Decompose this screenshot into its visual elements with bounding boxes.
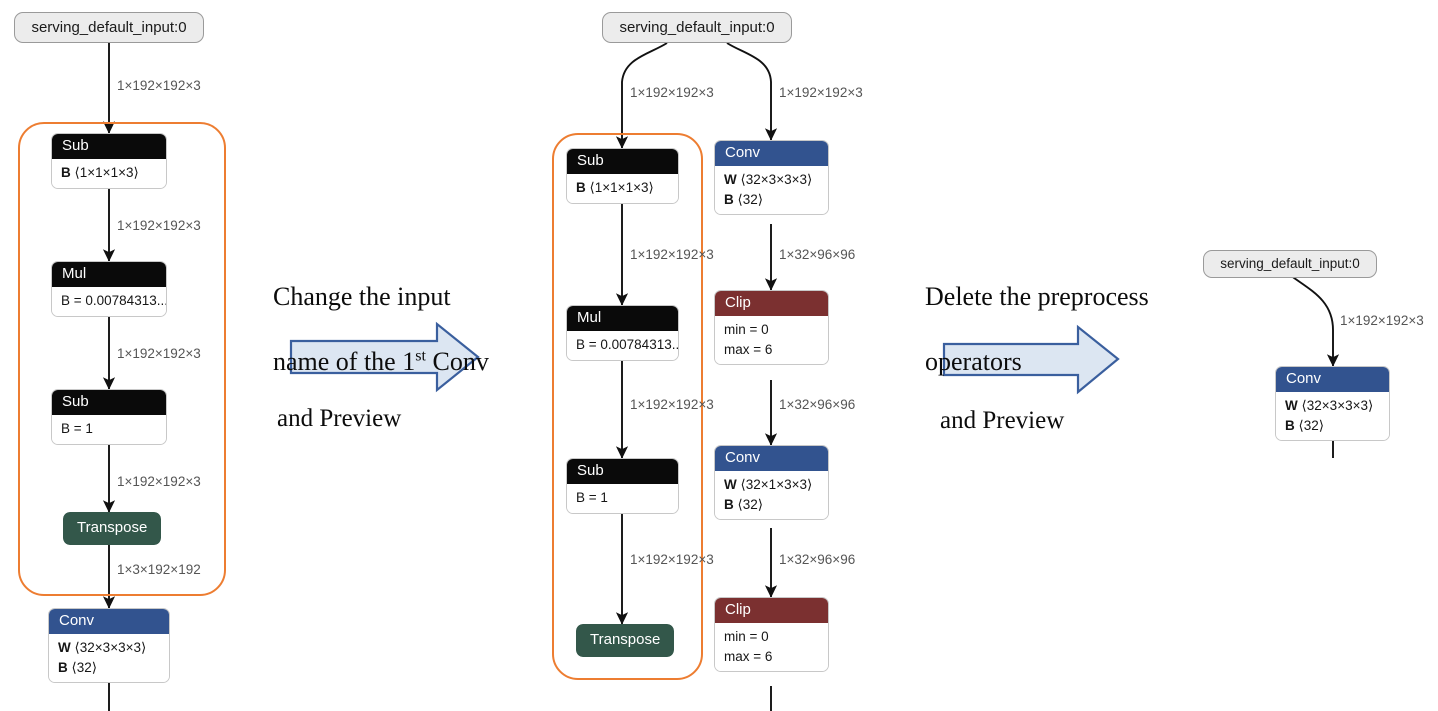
left-node-conv-row-0: W ⟨32×3×3×3⟩ <box>58 640 147 656</box>
annotation-1-line-2: name of the 1st Conv <box>273 346 523 379</box>
left-edge-label-4: 1×3×192×192 <box>117 562 201 577</box>
left-edge-label-2: 1×192×192×3 <box>117 346 201 361</box>
middle-node-mul-title: Mul <box>567 306 678 332</box>
left-input-node[interactable]: serving_default_input:0 <box>14 12 204 43</box>
left-node-sub-2-row-0: B = 1 <box>61 421 93 437</box>
right-input-node[interactable]: serving_default_input:0 <box>1203 250 1377 278</box>
annotation-1-line-2-pre: name of the 1 <box>273 347 416 377</box>
right-input-node-label: serving_default_input:0 <box>1220 256 1360 272</box>
left-node-sub-2[interactable]: Sub B = 1 <box>51 389 167 445</box>
left-node-sub-2-title: Sub <box>52 390 166 416</box>
middle-node-sub-2-title: Sub <box>567 459 678 485</box>
middle-node-clip-1-row-1: max = 6 <box>724 341 773 357</box>
middle-node-sub-1-row-0: B ⟨1×1×1×3⟩ <box>576 180 654 196</box>
left-node-conv[interactable]: Conv W ⟨32×3×3×3⟩ B ⟨32⟩ <box>48 608 170 684</box>
annotation-2-text: Delete the preprocess operators <box>925 248 1215 412</box>
right-edge-label-0: 1×192×192×3 <box>1340 313 1424 328</box>
right-node-conv-body: W ⟨32×3×3×3⟩ B ⟨32⟩ <box>1276 392 1389 441</box>
left-edge-label-3: 1×192×192×3 <box>117 474 201 489</box>
middle-node-sub-2-body: B = 1 <box>567 484 678 513</box>
annotation-1-line-1: Change the input <box>273 281 451 311</box>
left-edge-label-1: 1×192×192×3 <box>117 218 201 233</box>
middle-node-mul-row-0: B = 0.00784313... <box>576 337 679 353</box>
middle-node-clip-2-row-1: max = 6 <box>724 648 773 664</box>
middle-node-clip-1-row-0: min = 0 <box>724 322 769 338</box>
annotation-2-line-2-pre: operators <box>925 347 1022 377</box>
middle-node-sub-1[interactable]: Sub B ⟨1×1×1×3⟩ <box>566 148 679 204</box>
middle-input-node[interactable]: serving_default_input:0 <box>602 12 792 43</box>
right-node-conv-row-1: B ⟨32⟩ <box>1285 417 1325 433</box>
middle-node-conv-2-row-1: B ⟨32⟩ <box>724 496 764 512</box>
middle-node-conv-2-row-0: W ⟨32×1×3×3⟩ <box>724 477 813 493</box>
middle-node-clip-1-title: Clip <box>715 291 828 317</box>
middle-node-conv-1-title: Conv <box>715 141 828 167</box>
annotation-2-line-2: operators <box>925 346 1215 379</box>
middle-node-conv-1[interactable]: Conv W ⟨32×3×3×3⟩ B ⟨32⟩ <box>714 140 829 216</box>
annotation-2-line-1: Delete the preprocess <box>925 281 1149 311</box>
left-node-conv-row-1: B ⟨32⟩ <box>58 659 98 675</box>
middle-input-node-label: serving_default_input:0 <box>619 19 775 36</box>
middle-node-clip-2-title: Clip <box>715 598 828 624</box>
middle-node-transpose[interactable]: Transpose <box>576 624 675 658</box>
middle-node-mul-body: B = 0.00784313... <box>567 331 678 360</box>
left-node-mul-body: B = 0.00784313... <box>52 287 166 316</box>
left-node-transpose-title: Transpose <box>63 512 162 546</box>
left-node-sub-1[interactable]: Sub B ⟨1×1×1×3⟩ <box>51 133 167 189</box>
left-edge-label-0: 1×192×192×3 <box>117 78 201 93</box>
left-node-transpose[interactable]: Transpose <box>63 512 162 546</box>
middle-right-edge-label-2: 1×32×96×96 <box>779 397 856 412</box>
right-node-conv[interactable]: Conv W ⟨32×3×3×3⟩ B ⟨32⟩ <box>1275 366 1390 442</box>
middle-node-mul[interactable]: Mul B = 0.00784313... <box>566 305 679 361</box>
left-node-sub-1-row-0: B ⟨1×1×1×3⟩ <box>61 165 139 181</box>
left-node-conv-body: W ⟨32×3×3×3⟩ B ⟨32⟩ <box>49 634 169 683</box>
middle-node-conv-2[interactable]: Conv W ⟨32×1×3×3⟩ B ⟨32⟩ <box>714 445 829 521</box>
middle-right-edge-label-1: 1×32×96×96 <box>779 247 856 262</box>
left-preprocess-group-box <box>18 122 226 596</box>
middle-node-conv-2-body: W ⟨32×1×3×3⟩ B ⟨32⟩ <box>715 471 828 520</box>
middle-node-sub-2-row-0: B = 1 <box>576 490 608 506</box>
left-node-conv-title: Conv <box>49 609 169 635</box>
middle-node-clip-1-body: min = 0 max = 6 <box>715 316 828 365</box>
left-node-mul[interactable]: Mul B = 0.00784313... <box>51 261 167 317</box>
middle-node-sub-2[interactable]: Sub B = 1 <box>566 458 679 514</box>
annotation-1-line-2-sup: st <box>415 347 426 365</box>
middle-node-conv-2-title: Conv <box>715 446 828 472</box>
middle-right-edge-label-3: 1×32×96×96 <box>779 552 856 567</box>
annotation-1-line-2-post: Conv <box>425 347 489 377</box>
left-node-sub-1-title: Sub <box>52 134 166 160</box>
middle-node-clip-1[interactable]: Clip min = 0 max = 6 <box>714 290 829 366</box>
left-node-mul-row-0: B = 0.00784313... <box>61 293 167 309</box>
middle-node-clip-2-body: min = 0 max = 6 <box>715 623 828 672</box>
left-input-node-label: serving_default_input:0 <box>31 19 187 36</box>
middle-node-sub-1-title: Sub <box>567 149 678 175</box>
middle-node-conv-1-body: W ⟨32×3×3×3⟩ B ⟨32⟩ <box>715 166 828 215</box>
left-node-sub-1-body: B ⟨1×1×1×3⟩ <box>52 159 166 188</box>
middle-left-edge-label-1: 1×192×192×3 <box>630 247 714 262</box>
middle-node-sub-1-body: B ⟨1×1×1×3⟩ <box>567 174 678 203</box>
middle-node-clip-2[interactable]: Clip min = 0 max = 6 <box>714 597 829 673</box>
middle-node-clip-2-row-0: min = 0 <box>724 629 769 645</box>
middle-node-conv-1-row-0: W ⟨32×3×3×3⟩ <box>724 172 813 188</box>
middle-left-edge-label-2: 1×192×192×3 <box>630 397 714 412</box>
middle-node-transpose-title: Transpose <box>576 624 675 658</box>
left-node-sub-2-body: B = 1 <box>52 415 166 444</box>
right-node-conv-row-0: W ⟨32×3×3×3⟩ <box>1285 398 1374 414</box>
annotation-1-text: Change the input name of the 1st Conv <box>273 248 523 412</box>
annotation-2-caption: and Preview <box>940 407 1065 434</box>
middle-left-edge-label-3: 1×192×192×3 <box>630 552 714 567</box>
middle-right-edge-label-0: 1×192×192×3 <box>779 85 863 100</box>
right-node-conv-title: Conv <box>1276 367 1389 393</box>
left-node-mul-title: Mul <box>52 262 166 288</box>
middle-node-conv-1-row-1: B ⟨32⟩ <box>724 191 764 207</box>
middle-preprocess-group-box <box>552 133 703 680</box>
middle-left-edge-label-0: 1×192×192×3 <box>630 85 714 100</box>
annotation-1-caption: and Preview <box>277 405 402 432</box>
